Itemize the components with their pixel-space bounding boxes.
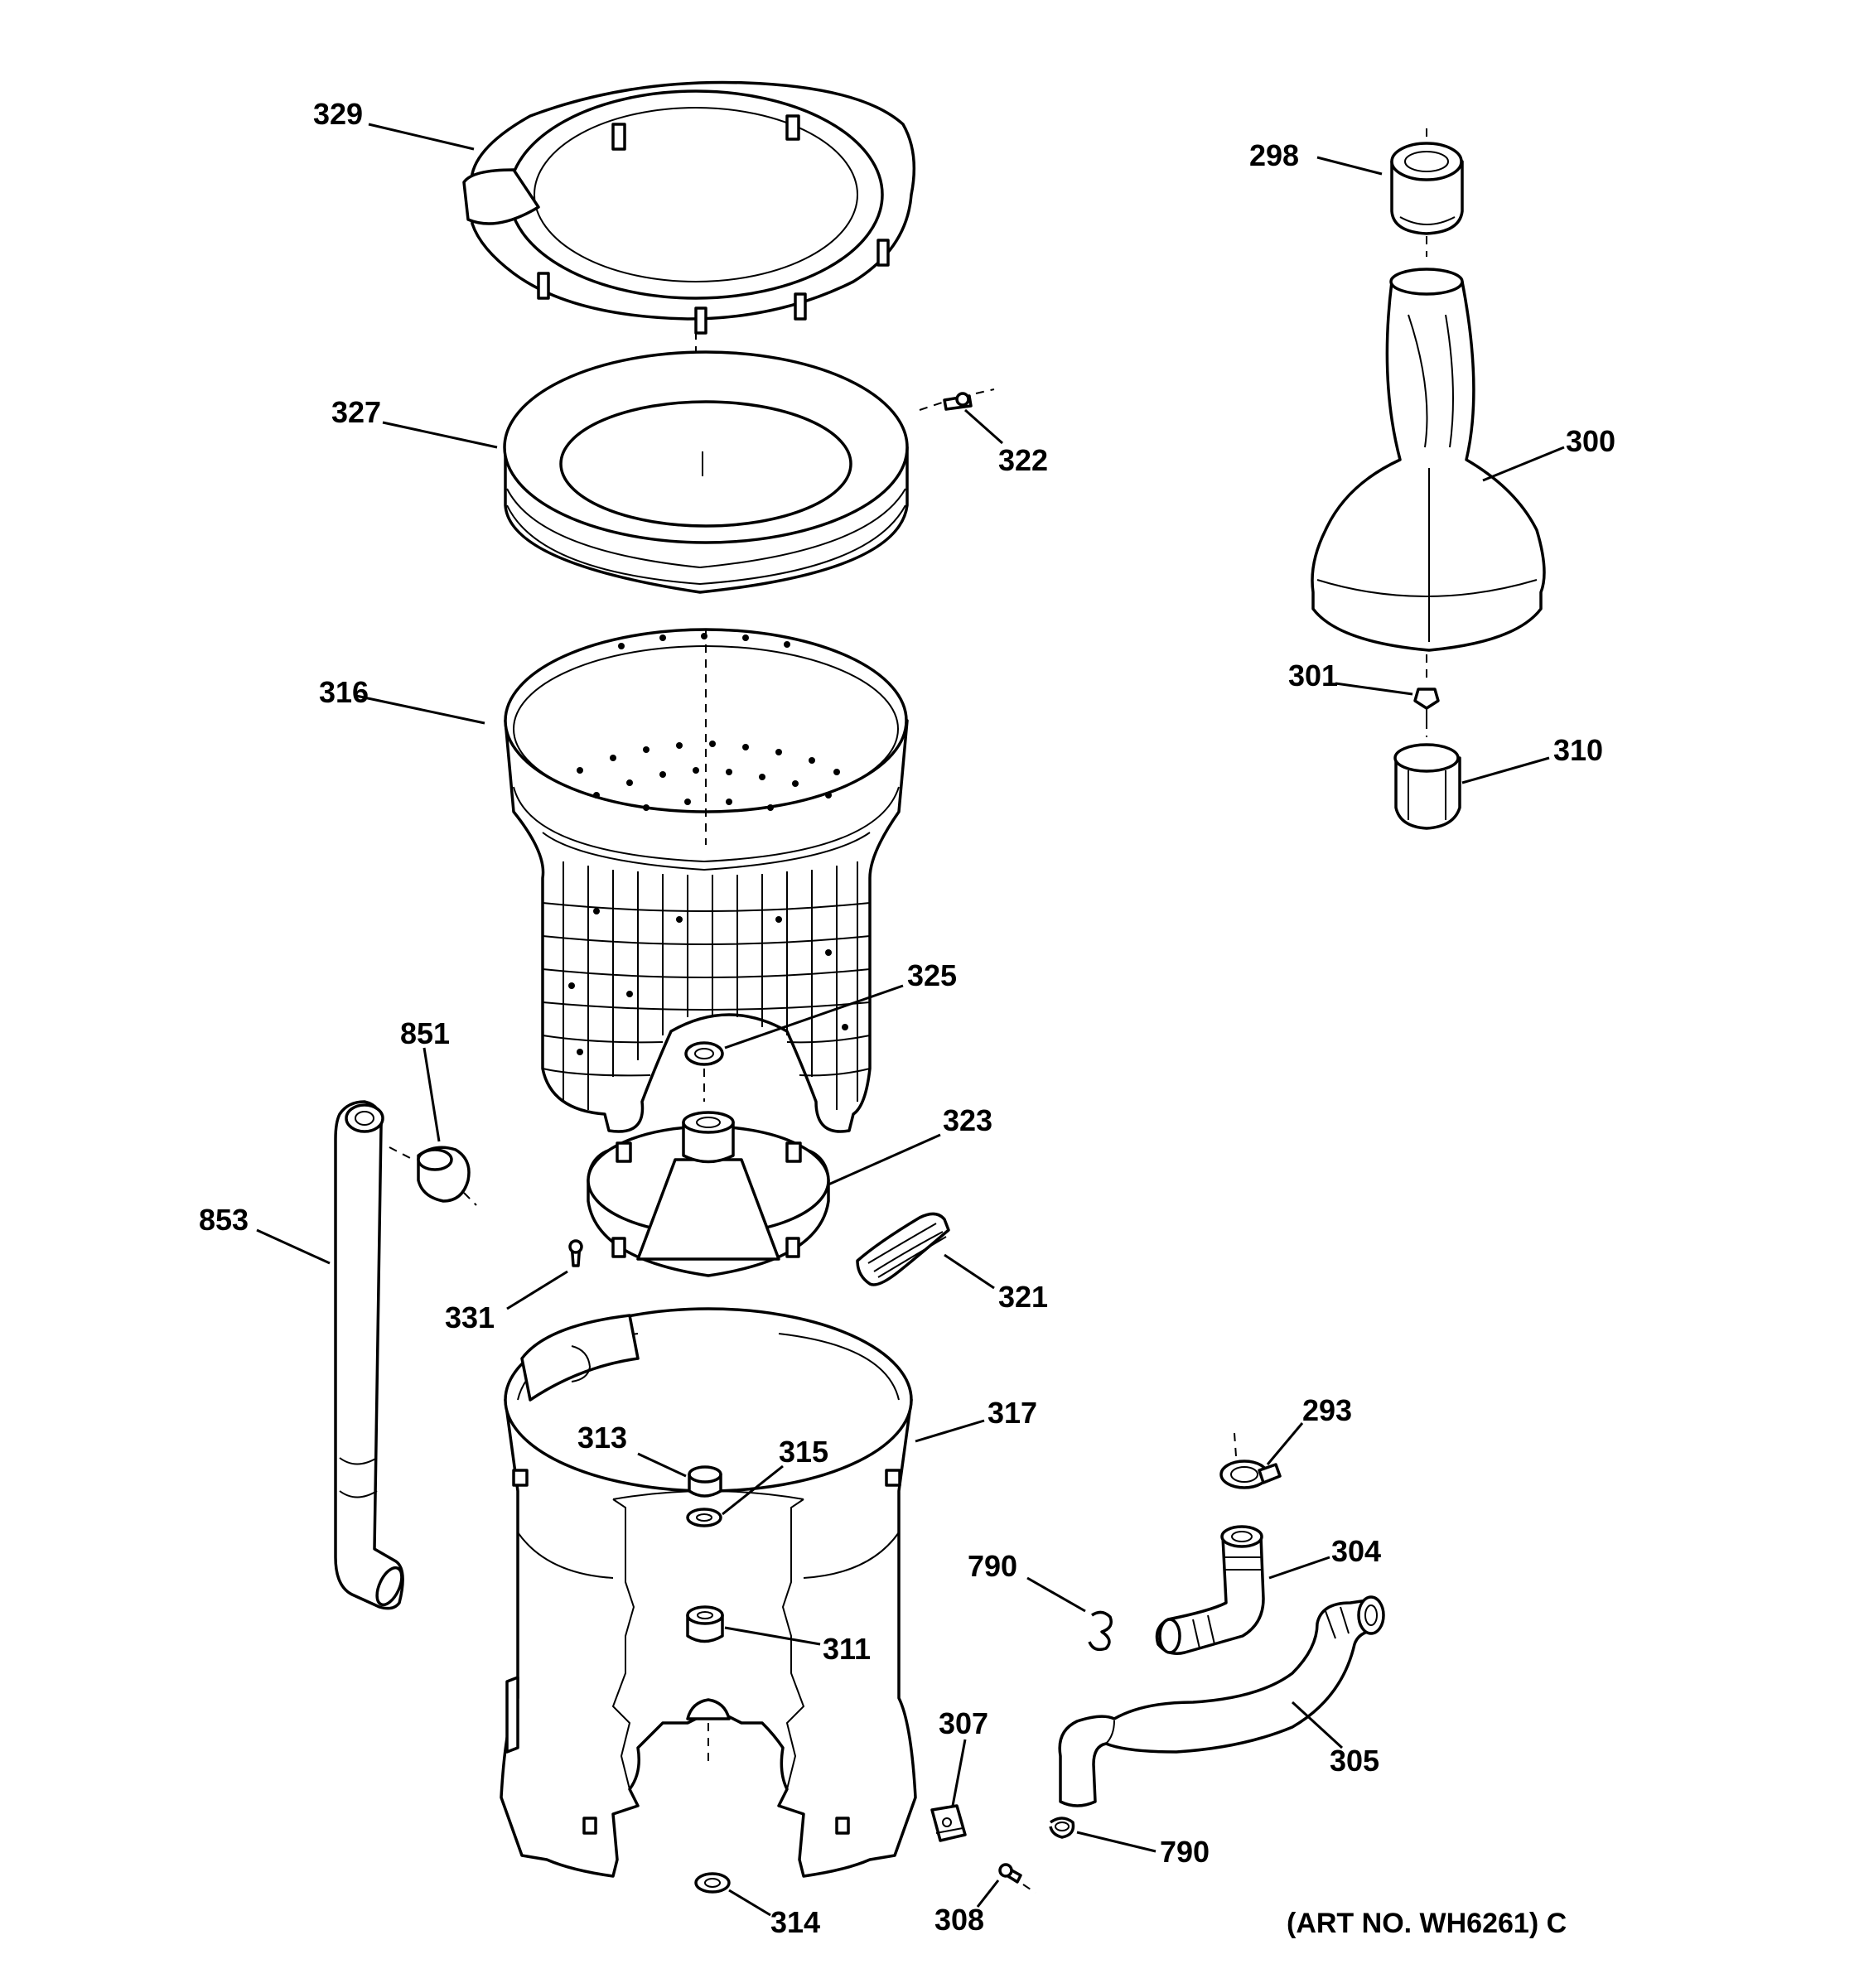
label-308: 308: [934, 1903, 984, 1937]
leader-300: [1482, 446, 1565, 482]
label-298: 298: [1249, 138, 1299, 172]
part-323-hub: [587, 1111, 830, 1277]
label-315: 315: [779, 1435, 828, 1469]
label-311: 311: [823, 1632, 871, 1666]
part-304-drain-hose-elbow: [1155, 1525, 1265, 1655]
leader-853: [256, 1228, 331, 1265]
leader-315: [722, 1464, 784, 1516]
label-321: 321: [998, 1280, 1048, 1314]
label-301: 301: [1288, 659, 1338, 692]
label-300: 300: [1566, 424, 1615, 458]
basket-grid: [542, 861, 871, 1110]
part-790-clip-a: [1088, 1610, 1113, 1652]
label-329: 329: [313, 97, 363, 131]
leader-298: [1316, 156, 1383, 176]
leader-327: [382, 421, 498, 449]
label-327: 327: [331, 395, 381, 429]
leader-321: [944, 1253, 995, 1290]
part-310-coupling: [1393, 743, 1461, 830]
part-314-washer: [694, 1872, 731, 1894]
label-307: 307: [939, 1706, 988, 1740]
part-327-balance-ring: [503, 350, 909, 594]
label-851: 851: [400, 1016, 450, 1050]
label-316: 316: [319, 675, 369, 709]
leader-329: [368, 123, 475, 151]
label-325: 325: [907, 958, 957, 992]
leader-316: [355, 694, 485, 725]
label-790-b: 790: [1160, 1835, 1210, 1869]
part-331-screw: [568, 1239, 583, 1267]
label-313: 313: [577, 1421, 627, 1455]
leader-308: [976, 1879, 1000, 1908]
leader-304: [1268, 1556, 1330, 1580]
leader-790b: [1076, 1831, 1157, 1853]
leader-305: [1291, 1701, 1344, 1749]
part-853-air-dome-tube: [334, 1100, 404, 1610]
part-313-nut: [688, 1465, 722, 1498]
leader-323: [828, 1133, 941, 1186]
part-301-screw: [1413, 688, 1440, 737]
label-790-a: 790: [968, 1549, 1017, 1583]
leader-301: [1335, 682, 1413, 696]
leader-307: [951, 1739, 967, 1807]
leader-325: [724, 984, 904, 1049]
label-293: 293: [1302, 1393, 1352, 1427]
label-310: 310: [1553, 733, 1603, 767]
leader-317: [915, 1419, 985, 1443]
part-321-filter: [856, 1212, 950, 1286]
part-293-hose-clamp: [1219, 1432, 1282, 1489]
label-331: 331: [445, 1300, 495, 1334]
basket-perforations: [568, 633, 848, 1055]
label-323: 323: [943, 1103, 992, 1137]
label-853: 853: [199, 1203, 249, 1237]
part-308-screw: [998, 1863, 1036, 1894]
part-329-tub-cover: [462, 80, 916, 356]
leader-322: [964, 408, 1003, 445]
label-304: 304: [1331, 1534, 1381, 1568]
part-labels: 329 298 327 322 300 316 301 310 325 851 …: [199, 97, 1615, 1939]
leader-851: [423, 1047, 441, 1142]
leader-313: [637, 1452, 687, 1478]
part-851-plug: [389, 1146, 477, 1206]
label-305: 305: [1330, 1744, 1379, 1778]
leader-310: [1461, 756, 1550, 784]
part-305-drain-hose: [1058, 1595, 1385, 1807]
part-315-washer: [686, 1508, 722, 1527]
part-298-agitator-cap: [1390, 128, 1464, 257]
part-790-clip-b: [1049, 1817, 1075, 1839]
leader-331: [506, 1270, 568, 1310]
label-314: 314: [770, 1905, 820, 1939]
leader-311: [724, 1626, 821, 1646]
part-311-nut: [686, 1605, 724, 1643]
leader-314: [728, 1889, 771, 1917]
leader-790a: [1026, 1576, 1086, 1613]
part-322-screw: [919, 388, 995, 411]
leader-293: [1266, 1422, 1304, 1465]
part-316-wash-basket: [504, 628, 909, 1133]
part-300-agitator: [1311, 268, 1546, 679]
art-number-label: (ART NO. WH6261) C: [1287, 1908, 1567, 1939]
label-317: 317: [988, 1396, 1037, 1430]
part-317-outer-tub: [500, 1307, 917, 1878]
label-322: 322: [998, 443, 1048, 477]
part-307-bracket: [930, 1804, 967, 1842]
